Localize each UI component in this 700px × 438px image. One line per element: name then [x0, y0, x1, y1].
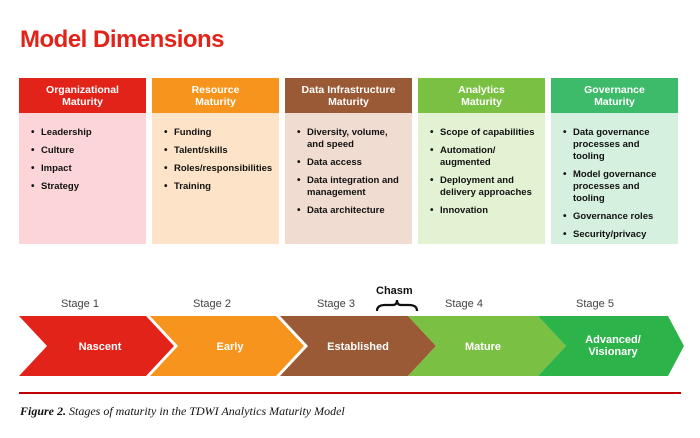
dimension-item: Data architecture — [297, 205, 404, 217]
stage-2-arrow — [150, 316, 304, 376]
stage-5-arrow — [538, 316, 684, 376]
dimension-resource: Resource Maturity Funding Talent/skills … — [152, 78, 279, 244]
dimension-item: Impact — [31, 163, 138, 175]
page-title: Model Dimensions — [20, 26, 225, 53]
dimension-item: Talent/skills — [164, 145, 271, 157]
stage-4-name: Mature — [464, 341, 502, 353]
stage-2-label: Stage 2 — [193, 298, 231, 310]
dimension-title-line1: Governance — [584, 83, 645, 96]
dimension-title-line1: Data Infrastructure — [301, 83, 396, 96]
stage-4-arrow — [408, 316, 566, 376]
stage-2-name: Early — [216, 341, 244, 353]
stage-4-label: Stage 4 — [445, 298, 483, 310]
dimension-item: Model governance processes and tooling — [563, 169, 670, 205]
dimension-data-infrastructure: Data Infrastructure Maturity Diversity, … — [285, 78, 412, 244]
stage-3-label: Stage 3 — [317, 298, 355, 310]
stage-1-arrow — [19, 316, 174, 376]
dimension-header: Governance Maturity — [551, 78, 678, 113]
dimension-item: Automation/ augmented — [430, 145, 537, 169]
dimension-item: Culture — [31, 145, 138, 157]
dimension-title-line1: Organizational — [46, 83, 119, 96]
dimension-governance: Governance Maturity Data governance proc… — [551, 78, 678, 244]
dimension-header: Data Infrastructure Maturity — [285, 78, 412, 113]
dimension-title-line2: Maturity — [328, 95, 369, 108]
dimension-item: Leadership — [31, 127, 138, 139]
dimension-title-line2: Maturity — [461, 95, 502, 108]
caption-rule — [19, 392, 681, 394]
dimension-body: Scope of capabilities Automation/ augmen… — [418, 113, 545, 244]
dimension-title-line2: Maturity — [195, 95, 236, 108]
dimension-item: Diversity, volume, and speed — [297, 127, 404, 151]
dimension-body: Leadership Culture Impact Strategy — [19, 113, 146, 244]
dimension-body: Diversity, volume, and speed Data access… — [285, 113, 412, 244]
stage-3-arrow — [280, 316, 436, 376]
dimension-item: Strategy — [31, 181, 138, 193]
dimension-item: Roles/responsibilities — [164, 163, 272, 175]
dimension-header: Organizational Maturity — [19, 78, 146, 113]
caption-prefix: Figure 2. — [20, 404, 67, 418]
dimension-title-line1: Analytics — [458, 83, 505, 96]
dimension-item: Innovation — [430, 205, 537, 217]
stage-5-name-line2: Visionary — [588, 346, 638, 358]
dimension-title-line1: Resource — [191, 83, 240, 96]
dimension-item: Funding — [164, 127, 271, 139]
dimension-item: Deployment and delivery approaches — [430, 175, 537, 199]
figure-caption: Figure 2. Stages of maturity in the TDWI… — [20, 404, 345, 419]
stage-3-name: Established — [327, 341, 389, 353]
dimension-organizational: Organizational Maturity Leadership Cultu… — [19, 78, 146, 244]
dimension-header: Analytics Maturity — [418, 78, 545, 113]
stage-1-name: Nascent — [78, 341, 122, 353]
dimension-body: Funding Talent/skills Roles/responsibili… — [152, 113, 279, 244]
dimension-item: Security/privacy — [563, 229, 670, 241]
caption-text: Stages of maturity in the TDWI Analytics… — [66, 404, 345, 418]
dimension-item: Governance roles — [563, 211, 670, 223]
dimension-item: Scope of capabilities — [430, 127, 537, 139]
dimension-title-line2: Maturity — [62, 95, 103, 108]
dimension-analytics: Analytics Maturity Scope of capabilities… — [418, 78, 545, 244]
stage-1-label: Stage 1 — [61, 298, 99, 310]
stage-5-name: Advanced/ Visionary — [558, 334, 668, 358]
stage-5-label: Stage 5 — [576, 298, 614, 310]
chasm-label: Chasm — [376, 285, 413, 297]
dimension-item: Data access — [297, 157, 404, 169]
dimension-header: Resource Maturity — [152, 78, 279, 113]
dimension-item: Data integration and management — [297, 175, 404, 199]
dimension-item: Training — [164, 181, 271, 193]
dimension-body: Data governance processes and tooling Mo… — [551, 113, 678, 244]
chasm-brace-icon — [375, 299, 419, 312]
dimension-title-line2: Maturity — [594, 95, 635, 108]
stage-5-name-line1: Advanced/ — [585, 334, 641, 346]
dimension-item: Data governance processes and tooling — [563, 127, 670, 163]
